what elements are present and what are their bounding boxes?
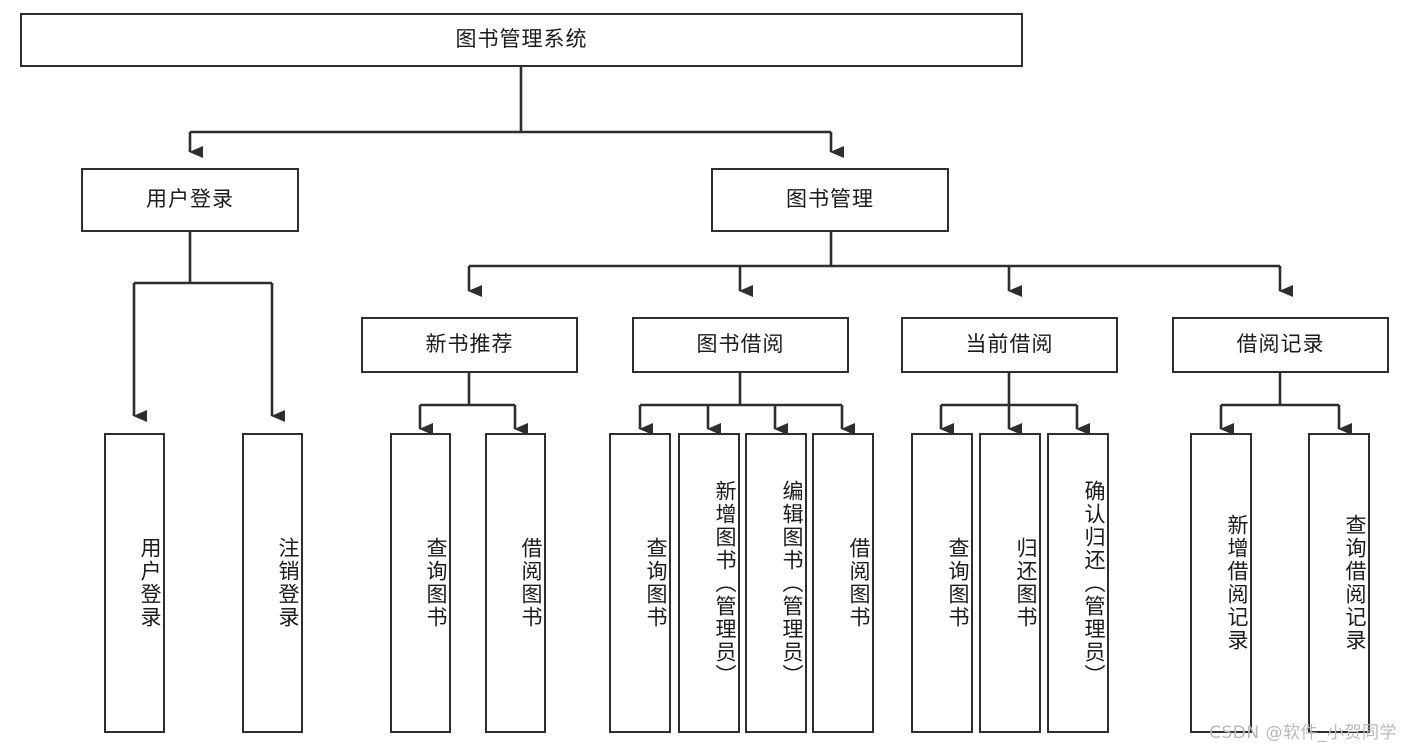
node-borrow-record-label: 借阅记录 [1236,332,1325,357]
leaf-logout[interactable]: 注销登录 [242,433,303,733]
leaf-nb-query-book[interactable]: 查询图书 [390,433,451,733]
leaf-cb-query-book[interactable]: 查询图书 [911,433,973,733]
leaf-bb-borrow-book[interactable]: 借阅图书 [812,433,874,733]
leaf-bb-query-book-label: 查询图书 [644,537,668,629]
node-new-book-recommend-label: 新书推荐 [425,332,514,357]
node-user-login-label: 用户登录 [146,187,234,212]
node-current-borrow-label: 当前借阅 [965,332,1054,357]
node-book-manage-label: 图书管理 [786,187,874,212]
leaf-bb-query-book[interactable]: 查询图书 [609,433,671,733]
leaf-bb-add-book-label: 新增图书（管理员） [713,479,737,687]
node-book-manage[interactable]: 图书管理 [711,168,949,232]
leaf-logout-label: 注销登录 [276,537,300,629]
leaf-br-add-record[interactable]: 新增借阅记录 [1190,433,1252,733]
node-book-borrow[interactable]: 图书借阅 [632,317,849,373]
node-borrow-record[interactable]: 借阅记录 [1172,317,1389,373]
leaf-cb-return-book[interactable]: 归还图书 [979,433,1041,733]
leaf-bb-edit-book-label: 编辑图书（管理员） [780,479,804,687]
leaf-bb-borrow-book-label: 借阅图书 [847,537,871,629]
leaf-bb-edit-book[interactable]: 编辑图书（管理员） [745,433,807,733]
leaf-cb-return-book-label: 归还图书 [1014,537,1038,629]
leaf-bb-add-book[interactable]: 新增图书（管理员） [678,433,740,733]
node-root-label: 图书管理系统 [455,27,588,52]
leaf-br-add-record-label: 新增借阅记录 [1225,514,1249,652]
node-user-login[interactable]: 用户登录 [81,168,299,232]
node-root[interactable]: 图书管理系统 [20,13,1023,67]
leaf-user-login[interactable]: 用户登录 [104,433,165,733]
leaf-user-login-label: 用户登录 [138,537,162,629]
node-book-borrow-label: 图书借阅 [696,332,785,357]
csdn-watermark: CSDN @软件_小贺同学 [1209,723,1397,743]
leaf-br-query-record[interactable]: 查询借阅记录 [1308,433,1370,733]
leaf-cb-confirm-return-label: 确认归还（管理员） [1082,479,1106,687]
leaf-nb-borrow-book[interactable]: 借阅图书 [485,433,546,733]
leaf-cb-confirm-return[interactable]: 确认归还（管理员） [1047,433,1109,733]
leaf-cb-query-book-label: 查询图书 [946,537,970,629]
node-current-borrow[interactable]: 当前借阅 [901,317,1118,373]
leaf-nb-query-book-label: 查询图书 [424,537,448,629]
leaf-br-query-record-label: 查询借阅记录 [1343,514,1367,652]
node-new-book-recommend[interactable]: 新书推荐 [361,317,578,373]
leaf-nb-borrow-book-label: 借阅图书 [519,537,543,629]
